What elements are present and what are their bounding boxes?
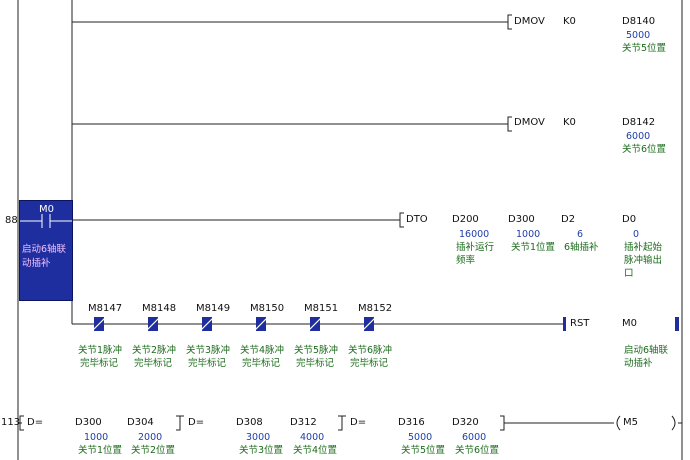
rung1-src[interactable]: K0 — [563, 16, 576, 27]
nc-contact-2-device[interactable]: M8148 — [142, 303, 177, 314]
compare3-op[interactable]: D= — [350, 417, 367, 428]
rung4-target[interactable]: M0 — [622, 318, 637, 329]
rung2-dest-comment: 关节6位置 — [622, 144, 667, 155]
nc-contacts-icons — [91, 316, 377, 332]
dto-op4-comment2: 脉冲输出 — [624, 255, 663, 266]
nc-contact-3-comment2: 完毕标记 — [188, 358, 227, 369]
compare2-a-value: 3000 — [246, 432, 271, 443]
compare1-b-value: 2000 — [138, 432, 163, 443]
rung1-dest-comment: 关节5位置 — [622, 43, 667, 54]
nc-contact-4-device[interactable]: M8150 — [250, 303, 285, 314]
compare2-a[interactable]: D308 — [236, 417, 263, 428]
nc-contact-6-device[interactable]: M8152 — [358, 303, 393, 314]
dto-op4-comment3: 口 — [624, 268, 634, 279]
nc-contact-icon — [361, 316, 377, 332]
compare3-a-comment: 关节5位置 — [401, 445, 446, 456]
nc-contact-icon — [307, 316, 323, 332]
nc-contact-4-comment1: 关节4脉冲 — [240, 345, 285, 356]
m0-comment-line1: 启动6轴联 — [22, 244, 67, 255]
rung1-instruction[interactable]: DMOV — [514, 16, 545, 27]
rung5-compare3-bracket-icon — [338, 415, 346, 431]
nc-contact-2-comment2: 完毕标记 — [134, 358, 173, 369]
nc-contact-1-comment2: 完毕标记 — [80, 358, 119, 369]
rung2-dest-value: 6000 — [626, 131, 651, 142]
compare1-op[interactable]: D= — [27, 417, 44, 428]
dto-op2-device[interactable]: D300 — [508, 214, 535, 225]
rung2-bracket-icon — [507, 116, 512, 132]
dto-op1-comment2: 频率 — [456, 255, 476, 266]
rung4-end-marker-icon — [675, 317, 679, 331]
dto-op3-comment1: 6轴插补 — [564, 242, 599, 253]
nc-contact-4-comment2: 完毕标记 — [242, 358, 281, 369]
nc-contact-icon — [91, 316, 107, 332]
contact-no-icon — [20, 214, 72, 228]
rung5-compare1-bracket-icon — [19, 415, 24, 431]
nc-contact-2-comment1: 关节2脉冲 — [132, 345, 177, 356]
rung1-dest[interactable]: D8140 — [622, 16, 656, 27]
rung5-compare2-bracket-icon — [176, 415, 184, 431]
nc-contact-5-device[interactable]: M8151 — [304, 303, 339, 314]
rung1-dest-value: 5000 — [626, 30, 651, 41]
dto-op1-comment1: 插补运行 — [456, 242, 495, 253]
nc-contact-icon — [199, 316, 215, 332]
nc-contact-6-comment1: 关节6脉冲 — [348, 345, 393, 356]
compare3-b[interactable]: D320 — [452, 417, 479, 428]
nc-contact-3-comment1: 关节3脉冲 — [186, 345, 231, 356]
rung4-rst-bracket-icon — [563, 317, 566, 331]
compare2-op[interactable]: D= — [188, 417, 205, 428]
coil-m5[interactable]: M5 — [623, 417, 638, 428]
rung5-compare-end-icon — [500, 415, 505, 431]
m0-contact-selected[interactable]: M0 启动6轴联 动插补 — [19, 200, 73, 301]
rung5-step-number: 113 — [1, 417, 21, 428]
dto-op4-comment1: 插补起始 — [624, 242, 663, 253]
compare3-a[interactable]: D316 — [398, 417, 425, 428]
compare2-b-comment: 关节4位置 — [293, 445, 338, 456]
compare1-b-comment: 关节2位置 — [131, 445, 176, 456]
compare2-b[interactable]: D312 — [290, 417, 317, 428]
dto-op2-comment1: 关节1位置 — [511, 242, 556, 253]
rung2-src[interactable]: K0 — [563, 117, 576, 128]
compare2-a-comment: 关节3位置 — [239, 445, 284, 456]
dto-op4-value: 0 — [633, 229, 640, 240]
nc-contact-1-comment1: 关节1脉冲 — [78, 345, 123, 356]
dto-op1-value: 16000 — [459, 229, 490, 240]
nc-contact-5-comment2: 完毕标记 — [296, 358, 335, 369]
dto-op4-device[interactable]: D0 — [622, 214, 637, 225]
compare1-b[interactable]: D304 — [127, 417, 154, 428]
nc-contact-5-comment1: 关节5脉冲 — [294, 345, 339, 356]
rung3-step-number: 88 — [5, 215, 18, 226]
rung4-instruction[interactable]: RST — [570, 318, 590, 329]
compare2-b-value: 4000 — [300, 432, 325, 443]
dto-op3-value: 6 — [577, 229, 584, 240]
compare1-a-value: 1000 — [84, 432, 109, 443]
rung4-target-comment2: 动插补 — [624, 358, 653, 369]
m0-comment-line2: 动插补 — [22, 258, 51, 269]
rung1-bracket-icon — [507, 14, 512, 30]
compare3-a-value: 5000 — [408, 432, 433, 443]
nc-contact-icon — [145, 316, 161, 332]
rung2-instruction[interactable]: DMOV — [514, 117, 545, 128]
nc-contact-icon — [253, 316, 269, 332]
nc-contact-1-device[interactable]: M8147 — [88, 303, 123, 314]
nc-contact-3-device[interactable]: M8149 — [196, 303, 231, 314]
rung3-instruction[interactable]: DTO — [406, 214, 428, 225]
rung3-bracket-icon — [399, 212, 404, 228]
compare1-a[interactable]: D300 — [75, 417, 102, 428]
compare3-b-value: 6000 — [462, 432, 487, 443]
coil-right-icon — [671, 415, 676, 431]
compare3-b-comment: 关节6位置 — [455, 445, 500, 456]
coil-left-icon — [616, 415, 621, 431]
dto-op2-value: 1000 — [516, 229, 541, 240]
rung2-dest[interactable]: D8142 — [622, 117, 656, 128]
dto-op1-device[interactable]: D200 — [452, 214, 479, 225]
dto-op3-device[interactable]: D2 — [561, 214, 576, 225]
rung4-target-comment1: 启动6轴联 — [624, 345, 669, 356]
nc-contact-6-comment2: 完毕标记 — [350, 358, 389, 369]
m0-contact-device: M0 — [39, 204, 54, 215]
compare1-a-comment: 关节1位置 — [78, 445, 123, 456]
